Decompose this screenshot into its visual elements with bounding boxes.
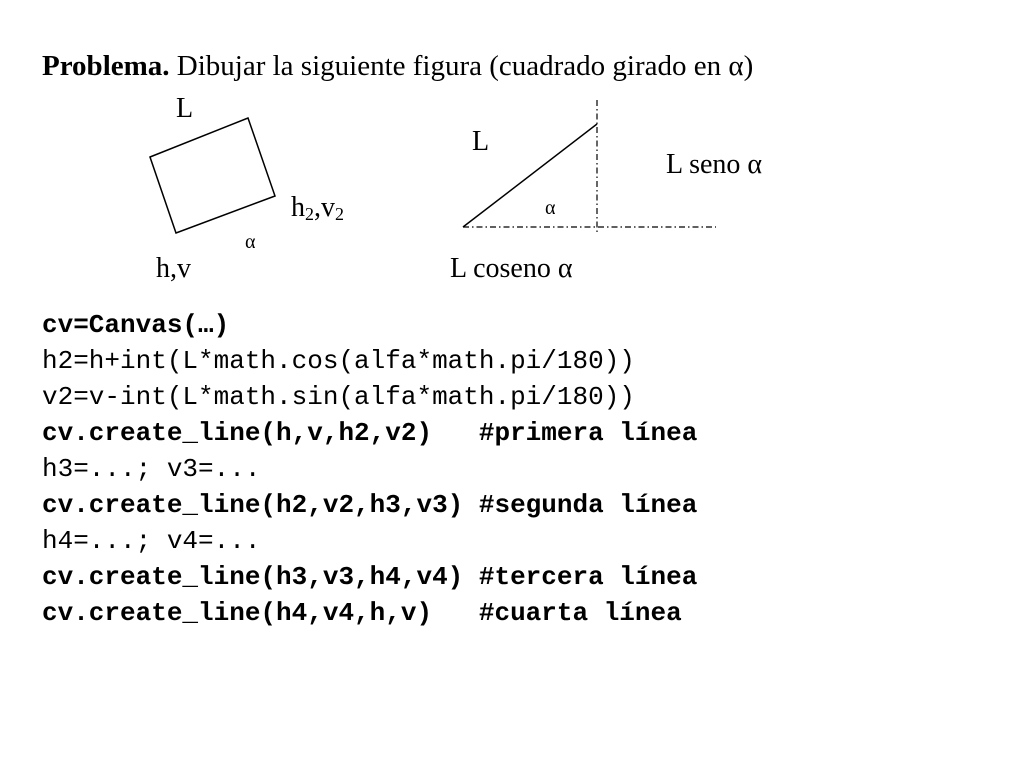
figures-diagram: L h2,v2 α h,v L α L seno α L coseno α — [149, 93, 762, 284]
code-line: cv.create_line(h2,v2,h3,v3) #segunda lín… — [42, 490, 698, 520]
square-label-alpha: α — [245, 231, 256, 253]
triangle-label-L: L — [472, 126, 489, 157]
code-line: v2=v-int(L*math.sin(alfa*math.pi/180)) — [42, 382, 635, 412]
title-text: Dibujar la siguiente figura (cuadrado gi… — [169, 50, 754, 82]
square-label-hv: h,v — [156, 253, 191, 284]
triangle-label-seno: L seno α — [666, 149, 762, 180]
rotated-square — [149, 117, 276, 234]
code-line: h4=...; v4=... — [42, 526, 261, 556]
square-label-L: L — [176, 93, 193, 124]
code-line: cv.create_line(h4,v4,h,v) #cuarta línea — [42, 598, 682, 628]
code-line: cv.create_line(h3,v3,h4,v4) #tercera lín… — [42, 562, 698, 592]
code-block: cv=Canvas(…) h2=h+int(L*math.cos(alfa*mat… — [42, 307, 697, 631]
code-line: cv.create_line(h,v,h2,v2) #primera línea — [42, 418, 698, 448]
code-line: h3=...; v3=... — [42, 454, 261, 484]
problem-title: Problema. Dibujar la siguiente figura (c… — [42, 50, 753, 83]
title-bold: Problema. — [42, 50, 170, 82]
code-line: cv=Canvas(…) — [42, 310, 230, 340]
triangle-hypotenuse — [462, 123, 598, 228]
triangle-label-alpha: α — [545, 197, 556, 219]
square-label-h2v2: h2,v2 — [291, 192, 344, 224]
code-line: h2=h+int(L*math.cos(alfa*math.pi/180)) — [42, 346, 635, 376]
triangle-label-coseno: L coseno α — [450, 253, 573, 284]
